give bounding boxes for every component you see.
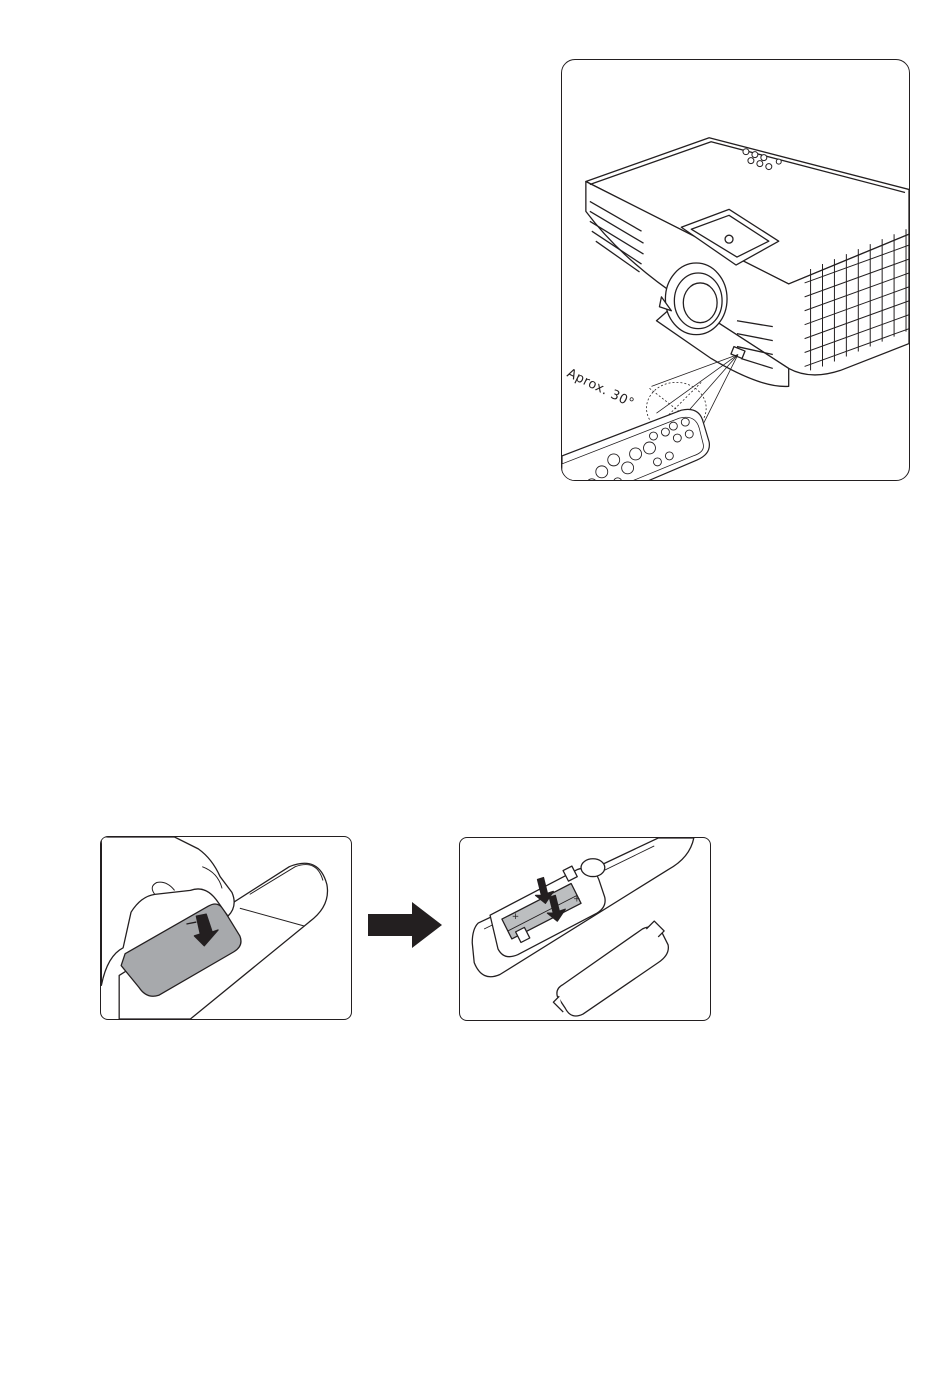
svg-text:+: + — [573, 894, 580, 904]
hand-sliding-cover-illustration — [101, 837, 351, 1019]
battery-insertion-illustration: + + — [460, 838, 710, 1020]
step-insert-batteries: + + — [459, 837, 711, 1021]
projector-illustration — [562, 60, 909, 480]
right-arrow-icon — [368, 902, 442, 948]
remote-control-illustration — [562, 409, 709, 480]
battery-cover-illustration — [553, 921, 668, 1016]
step-remove-battery-cover — [100, 836, 352, 1020]
projector-remote-angle-figure — [561, 59, 910, 481]
svg-text:+: + — [512, 912, 519, 922]
